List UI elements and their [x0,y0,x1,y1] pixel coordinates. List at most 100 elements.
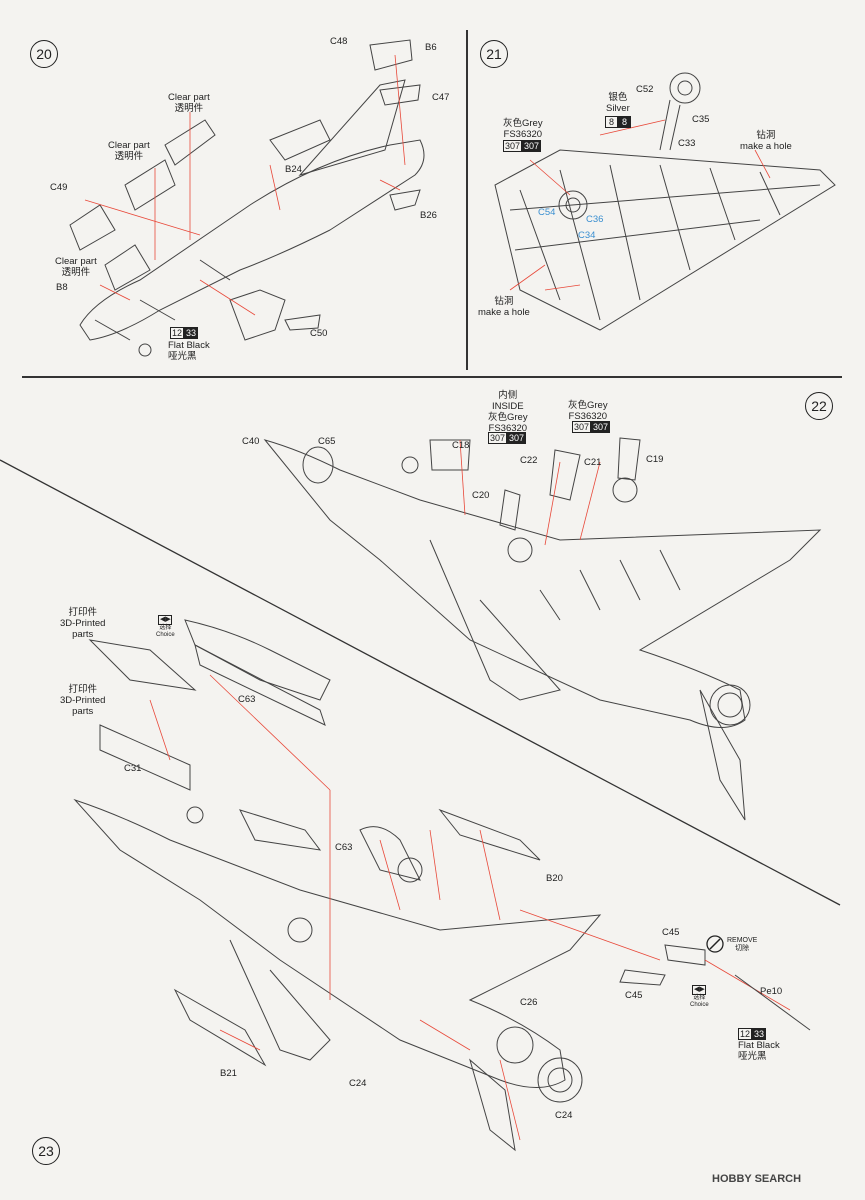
choice-icon-2: ◀▶ [692,985,707,995]
choice2-en: Choice [690,1002,709,1008]
hole1-cn: 钻洞 [756,130,776,141]
label-c52: C52 [636,84,654,95]
label-b6: B6 [425,42,437,53]
print2-en1: 3D-Printed [60,695,106,706]
label-inside-grey: 内侧 INSIDE 灰色Grey FS36320 [488,390,528,434]
print2-cn: 打印件 [68,684,97,695]
label-c22: C22 [520,455,538,466]
label-remove: REMOVE 切除 [727,937,757,953]
label-b26: B26 [420,210,437,221]
label-3d-printed-1: 打印件 3D-Printed parts [60,607,105,640]
label-c63-b: C63 [335,842,353,853]
label-c47: C47 [432,92,450,103]
clear-part-1-cn: 透明件 [174,103,204,114]
label-c40: C40 [242,436,260,447]
grey-code-b: 307 [522,140,542,152]
label-c24-b: C24 [555,1110,573,1121]
print1-en2: parts [72,629,94,640]
step20-fuselage [69,39,425,357]
label-grey-21: 灰色Grey FS36320 [503,118,543,140]
label-c19: C19 [646,454,664,465]
choice-icon: ◀▶ [158,615,173,625]
step-number-23: 23 [32,1137,60,1165]
label-b21: B21 [220,1068,237,1079]
label-b8: B8 [56,282,68,293]
label-c50: C50 [310,328,328,339]
grey22-cn: 灰色Grey [568,400,608,411]
step23-leaders [149,674,791,1141]
grey-code-a: 307 [503,140,523,152]
hole2-en: make a hole [478,307,530,318]
print1-en1: 3D-Printed [60,618,106,629]
clear-part-2-en: Clear part [108,140,150,151]
step22-aircraft [263,437,822,821]
print1-cn: 打印件 [68,607,97,618]
remove-knife-icon [706,935,724,953]
label-silver: 银色 Silver [606,92,630,114]
label-c63-a: C63 [238,694,256,705]
pitot-probe [734,974,811,1031]
hole1-en: make a hole [740,141,792,152]
label-clear-part-2: Clear part 透明件 [108,140,150,162]
paint23-en: Flat Black [738,1040,780,1051]
paint23-code-a: 12 [738,1028,753,1040]
label-b24: B24 [285,164,302,175]
hole2-cn: 钻洞 [494,296,514,307]
label-c18: C18 [452,440,470,451]
grey22-code-b: 307 [591,421,611,433]
paint-code-a: 12 [170,327,185,339]
label-c48: C48 [330,36,348,47]
label-c54: C54 [538,207,556,218]
step23-aircraft [73,619,706,1152]
choice2-cn: 选择 [693,995,706,1001]
label-pe10: Pe10 [760,986,783,997]
label-clear-part-3: Clear part 透明件 [55,256,97,278]
grey-cn: 灰色Grey [503,118,543,129]
choice-badge-1: ◀▶ 选择 Choice [156,615,175,639]
remove-cn: 切除 [735,945,750,952]
step-number-20: 20 [30,40,58,68]
label-c33: C33 [678,138,696,149]
paint-cn: 哑光黑 [168,351,197,362]
grey22-code-a: 307 [572,421,592,433]
silver-en: Silver [606,103,630,114]
label-c21: C21 [584,457,602,468]
inside-fs: FS36320 [488,423,528,434]
clear-part-3-en: Clear part [55,256,97,267]
label-b20: B20 [546,873,563,884]
divider-horizontal-top [22,376,842,378]
label-c34: C34 [578,230,596,241]
paint23-code-b: 33 [752,1028,767,1040]
label-c24-a: C24 [349,1078,367,1089]
paint-en: Flat Black [168,340,210,351]
silver-cn: 银色 [608,92,628,103]
label-make-hole-1: 钻洞 make a hole [740,130,792,152]
step-number-21: 21 [480,40,508,68]
clear-part-2-cn: 透明件 [114,151,144,162]
print2-en2: parts [72,706,94,717]
inside-grey: 灰色Grey [488,412,528,423]
inside-en: INSIDE [491,401,524,412]
diagonal-divider [0,459,841,906]
remove-en: REMOVE [727,937,758,944]
inside-cn: 内侧 [498,390,518,401]
label-c31: C31 [124,763,142,774]
label-c45-a: C45 [662,927,680,938]
label-c20: C20 [472,490,490,501]
label-clear-part-1: Clear part 透明件 [168,92,210,114]
label-flat-black-23: Flat Black 哑光黑 [738,1040,780,1062]
watermark-logo: HOBBY SEARCH [712,1173,802,1185]
step21-leaders [509,119,771,291]
divider-vertical-top [466,30,468,370]
step21-wing [494,72,836,331]
choice-en: Choice [156,632,175,638]
label-flat-black-20: Flat Black 哑光黑 [168,340,210,362]
label-c26: C26 [520,997,538,1008]
clear-part-1-en: Clear part [168,92,210,103]
